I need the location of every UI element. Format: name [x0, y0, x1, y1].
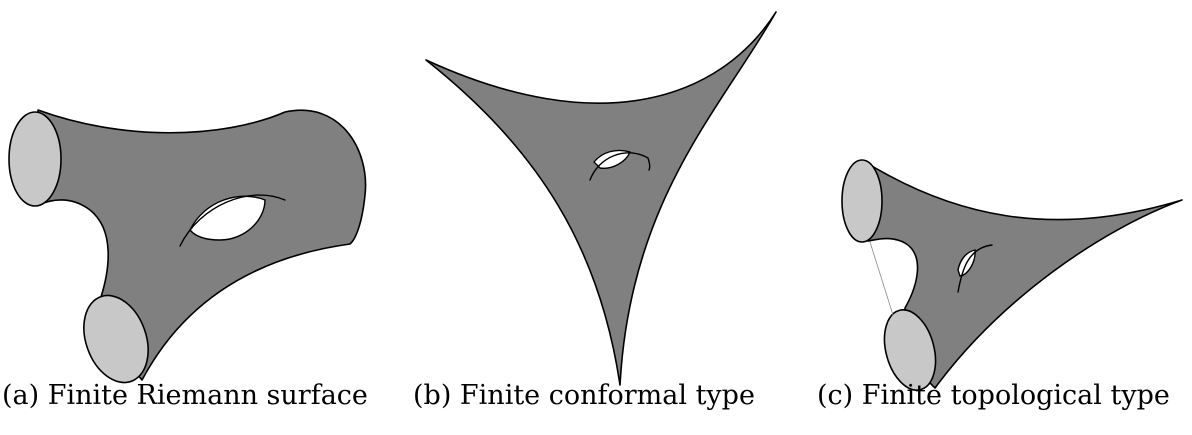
handle-arc-a — [179, 194, 286, 247]
surface-b — [425, 11, 777, 386]
handle-hole-a — [189, 195, 266, 241]
boundary-circle-a-left — [8, 111, 62, 207]
panel-a-finite-riemann-surface — [8, 109, 367, 384]
panel-c-finite-topological-type — [841, 159, 1183, 391]
caption-c: (c) Finite topological type — [817, 380, 1170, 411]
boundary-circle-a-bottom — [83, 294, 149, 384]
panel-b-finite-conformal-type — [425, 11, 777, 386]
handle-arc-c — [957, 244, 993, 293]
surface-c — [861, 159, 1183, 389]
caption-a: (a) Finite Riemann surface — [2, 380, 368, 411]
handle-arc-b — [589, 152, 651, 181]
thin-edge-c — [869, 241, 894, 316]
boundary-circle-c-top — [841, 159, 883, 243]
boundary-circle-c-bottom — [883, 309, 937, 391]
caption-b: (b) Finite conformal type — [413, 380, 755, 411]
